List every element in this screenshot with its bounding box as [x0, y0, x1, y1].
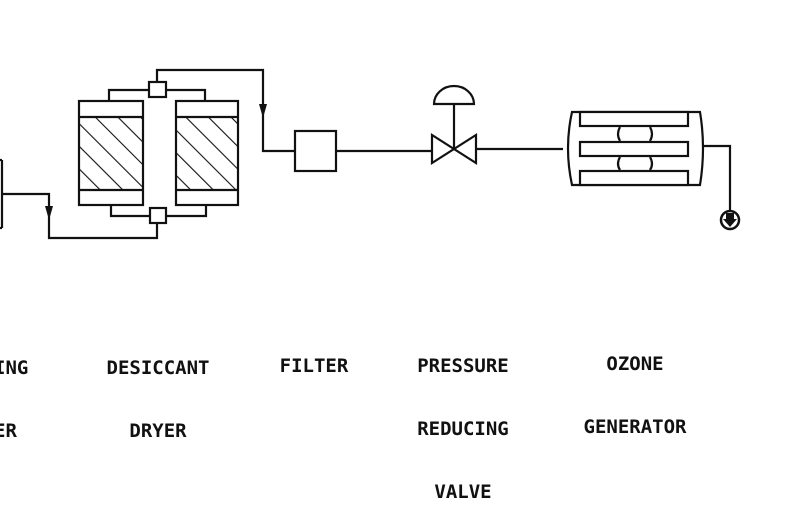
filter-label: FILTER	[262, 314, 366, 398]
label-line: ER	[0, 420, 17, 442]
pipe-dryer-to-filter	[155, 68, 296, 153]
label-line: OZONE	[606, 353, 664, 375]
label-line: DRYER	[129, 420, 187, 442]
filter-symbol	[293, 129, 338, 173]
pipe-ozone-to-outlet	[704, 144, 732, 210]
label-line: GENERATOR	[583, 416, 687, 438]
label-line: DESICCANT	[106, 357, 210, 379]
ozone-generator-symbol	[566, 110, 705, 187]
ozone-generator-label: OZONE GENERATOR	[560, 312, 710, 459]
compressor-label: ING ER	[0, 316, 28, 463]
label-line: REDUCING	[417, 418, 509, 440]
pressure-reducing-valve-label: PRESSURE REDUCING VALVE	[398, 314, 528, 524]
process-flow-diagram	[0, 68, 741, 240]
compressor-symbol	[0, 158, 4, 230]
desiccant-dryer-label: DESICCANT DRYER	[88, 316, 228, 463]
outlet-icon	[719, 209, 741, 231]
label-line: ING	[0, 357, 29, 379]
pipe-compressor-to-dryer	[3, 192, 159, 240]
pressure-reducing-valve-symbol	[430, 84, 478, 166]
flow-arrow-icon	[45, 206, 53, 220]
label-line: FILTER	[279, 355, 349, 377]
label-line: PRESSURE	[417, 355, 509, 377]
flow-arrow-icon	[259, 104, 267, 118]
label-line: VALVE	[434, 481, 492, 503]
desiccant-dryer-symbol	[77, 80, 240, 225]
